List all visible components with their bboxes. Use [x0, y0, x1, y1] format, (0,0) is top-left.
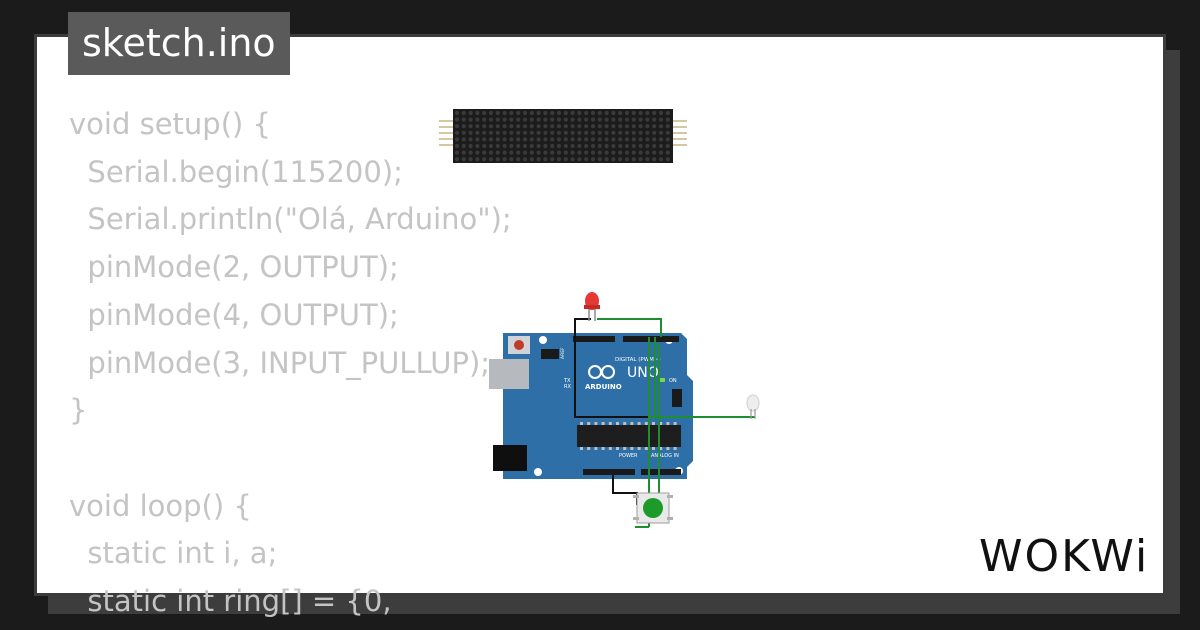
code-line: static int i, a; [69, 536, 278, 571]
atmega-chip [577, 425, 681, 447]
code-line: pinMode(4, OUTPUT); [69, 297, 399, 332]
white-led[interactable] [746, 394, 760, 419]
board-brand: ARDUINO [585, 383, 622, 391]
usb-connector [489, 359, 529, 389]
file-title-tab: sketch.ino [68, 12, 290, 75]
code-line: pinMode(3, INPUT_PULLUP); [69, 345, 491, 380]
code-line: Serial.begin(115200); [69, 154, 403, 189]
digital-label: DIGITAL (PWM~) [615, 357, 661, 363]
code-line: pinMode(2, OUTPUT); [69, 250, 399, 285]
led-matrix[interactable] [439, 109, 687, 163]
reset-button[interactable] [508, 336, 530, 354]
power-label: POWER [619, 453, 638, 459]
code-line: void loop() { [69, 488, 252, 523]
wokwi-logo-text: WOKWi [979, 531, 1149, 582]
aref-label: AREF [560, 347, 566, 359]
tx-label: TX [563, 378, 571, 384]
arduino-uno-board[interactable]: DIGITAL (PWM~) AREF UNO ARDUINO TX RX ON… [489, 333, 693, 479]
red-led[interactable] [584, 292, 600, 321]
code-line: } [69, 393, 88, 428]
preview-card[interactable]: void setup() { Serial.begin(115200); Ser… [34, 34, 1166, 618]
code-preview: void setup() { Serial.begin(115200); Ser… [69, 101, 512, 626]
code-line: void setup() { [69, 107, 271, 141]
rx-label: RX [564, 384, 571, 390]
circuit-diagram: DIGITAL (PWM~) AREF UNO ARDUINO TX RX ON… [439, 109, 760, 528]
pushbutton[interactable] [633, 492, 673, 524]
wokwi-logo[interactable]: WOKWi [975, 525, 1175, 585]
power-jack [493, 445, 527, 471]
code-line: Serial.println("Olá, Arduino"); [69, 202, 512, 237]
arduino-logo-icon [588, 365, 615, 379]
on-label: ON [669, 378, 677, 384]
code-line: static int ring[] = {0, [69, 584, 392, 619]
analog-label: ANALOG IN [651, 453, 679, 459]
board-model: UNO [627, 365, 659, 381]
